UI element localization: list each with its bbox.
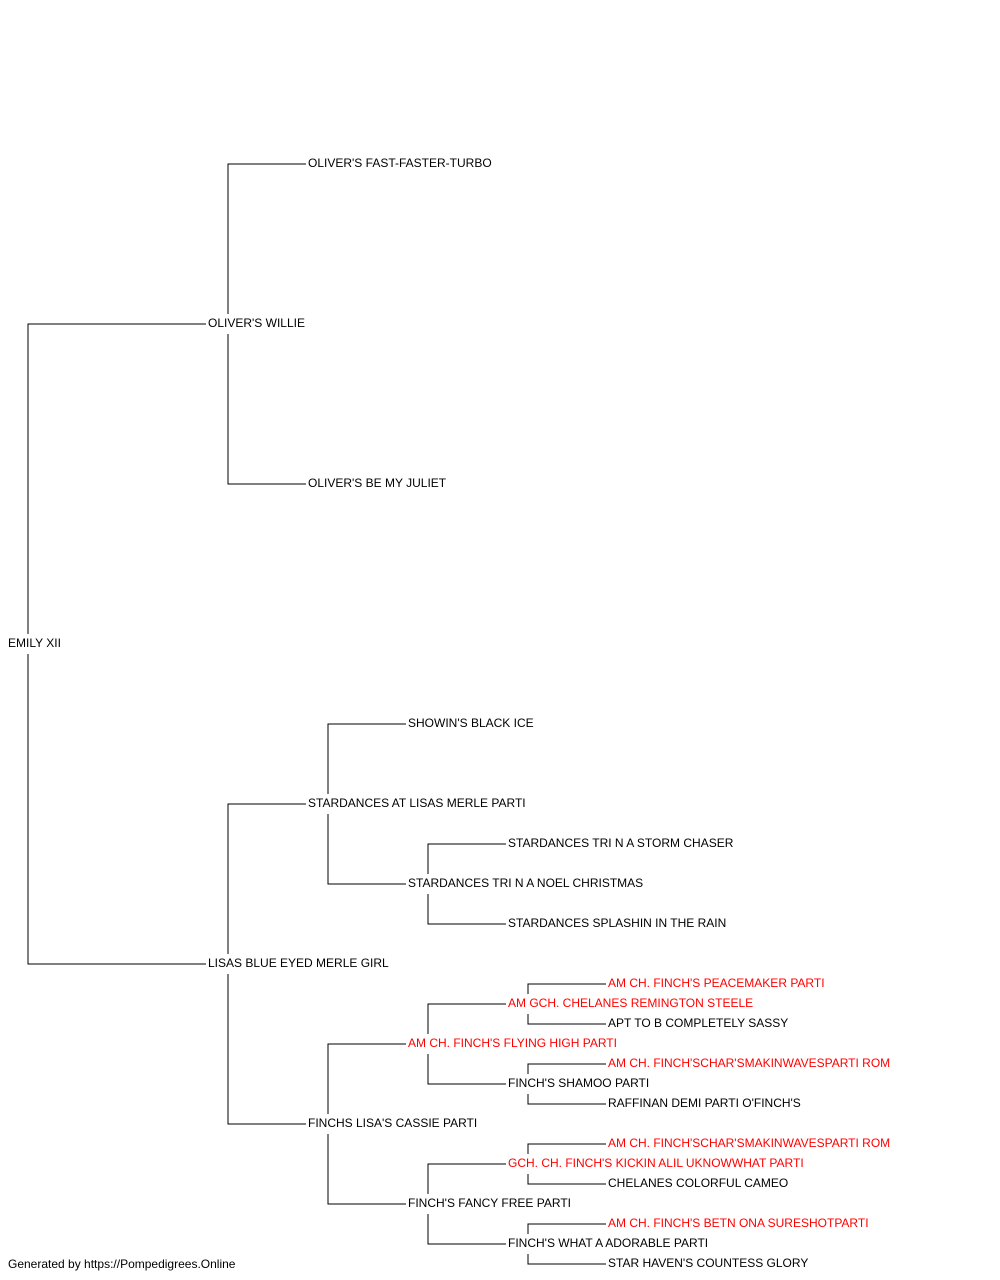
pedigree-connectors [27, 163, 606, 1265]
ancestor-name-ddsss: AM CH. FINCH'S PEACEMAKER PARTI [608, 976, 825, 990]
ancestor-name-ddsd: FINCH'S SHAMOO PARTI [508, 1076, 649, 1090]
ancestor-name-dddds: AM CH. FINCH'S BETN ONA SURESHOTPARTI [608, 1216, 869, 1230]
ancestor-name-ddsdd: RAFFINAN DEMI PARTI O'FINCH'S [608, 1096, 801, 1110]
ancestor-name-ds: STARDANCES AT LISAS MERLE PARTI [308, 796, 526, 810]
connector-ddd [427, 1163, 506, 1245]
ancestor-name-ddsds: AM CH. FINCH'SCHAR'SMAKINWAVESPARTI ROM [608, 1056, 890, 1070]
ancestor-name-dddd: FINCH'S WHAT A ADORABLE PARTI [508, 1236, 708, 1250]
subject-name: EMILY XII [8, 636, 61, 650]
ancestor-name-dddsd: CHELANES COLORFUL CAMEO [608, 1176, 788, 1190]
ancestor-name-ddddd: STAR HAVEN'S COUNTESS GLORY [608, 1256, 808, 1270]
connector-s [227, 163, 306, 485]
footer-credit: Generated by https://Pompedigrees.Online [8, 1257, 236, 1271]
ancestor-name-s: OLIVER'S WILLIE [208, 316, 305, 330]
ancestor-name-sd: OLIVER'S BE MY JULIET [308, 476, 447, 490]
ancestor-name-dddss: AM CH. FINCH'SCHAR'SMAKINWAVESPARTI ROM [608, 1136, 890, 1150]
connector-ddds [527, 1143, 606, 1185]
connector-dds [427, 1003, 506, 1085]
ancestor-name-ddds: GCH. CH. FINCH'S KICKIN ALIL UKNOWWHAT P… [508, 1156, 804, 1170]
connector-ddsd [527, 1063, 606, 1105]
ancestor-name-ss: OLIVER'S FAST-FASTER-TURBO [308, 156, 492, 170]
connector-d [227, 803, 306, 1125]
ancestor-name-dsd: STARDANCES TRI N A NOEL CHRISTMAS [408, 876, 643, 890]
ancestor-name-d: LISAS BLUE EYED MERLE GIRL [208, 956, 389, 970]
ancestor-name-dsdd: STARDANCES SPLASHIN IN THE RAIN [508, 916, 726, 930]
connector-ddss [527, 983, 606, 1025]
pedigree-labels: EMILY XII OLIVER'S WILLIE OLIVER'S FAST-FA… [8, 156, 890, 1270]
connector-dd [327, 1043, 406, 1205]
ancestor-name-ddssd: APT TO B COMPLETELY SASSY [608, 1016, 788, 1030]
connector-dddd [527, 1223, 606, 1265]
ancestor-name-dds: AM CH. FINCH'S FLYING HIGH PARTI [408, 1036, 617, 1050]
ancestor-name-dd: FINCHS LISA'S CASSIE PARTI [308, 1116, 477, 1130]
ancestor-name-dss: SHOWIN'S BLACK ICE [408, 716, 534, 730]
connector-root [27, 323, 206, 965]
ancestor-name-ddd: FINCH'S FANCY FREE PARTI [408, 1196, 571, 1210]
ancestor-name-ddss: AM GCH. CHELANES REMINGTON STEELE [508, 996, 753, 1010]
ancestor-name-dsds: STARDANCES TRI N A STORM CHASER [508, 836, 734, 850]
connector-dsd [427, 843, 506, 925]
connector-ds [327, 723, 406, 885]
